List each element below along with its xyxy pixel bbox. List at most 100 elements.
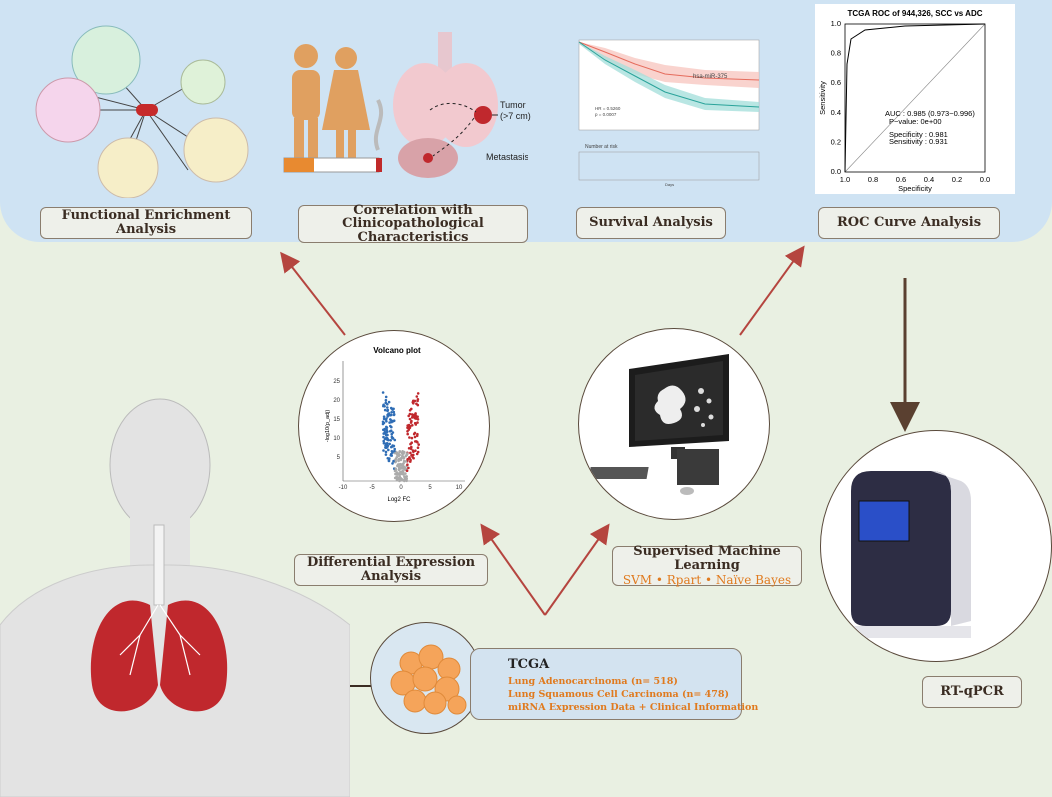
volcano-ytick: 5 — [337, 455, 341, 461]
volcano-point — [387, 448, 390, 452]
clinical-illustration: Metastasis — [283, 32, 528, 178]
sml-label: Supervised Machine Learning SVM • Rpart … — [612, 544, 802, 588]
volcano-point — [381, 391, 385, 394]
roc-xtick: 0.4 — [924, 175, 934, 184]
roc-sensitivity: Sensitivity : 0.931 — [889, 137, 948, 146]
volcano-ytick: 20 — [333, 398, 340, 404]
volcano-point — [401, 464, 405, 467]
roc-ytick: 1.0 — [831, 19, 841, 28]
volcano-point — [416, 415, 419, 418]
volcano-point — [386, 457, 390, 460]
volcano-point — [415, 395, 419, 398]
volcano-point — [389, 418, 392, 421]
volcano-point — [399, 456, 403, 460]
volcano-point — [397, 468, 401, 471]
volcano-point — [383, 437, 387, 441]
roc-xtick: 0.6 — [896, 175, 906, 184]
volcano-point — [414, 413, 417, 417]
tcga-box — [470, 648, 742, 720]
volcano-point — [410, 413, 414, 416]
volcano-point — [386, 403, 389, 406]
roc-specificity: Specificity : 0.981 — [889, 130, 948, 139]
volcano-point — [412, 402, 415, 405]
roc-ytick: 0.8 — [831, 49, 841, 58]
volcano-point — [389, 406, 393, 410]
volcano-point — [385, 428, 388, 431]
volcano-point — [390, 450, 394, 453]
volcano-point — [386, 438, 389, 441]
volcano-point — [409, 421, 413, 424]
volcano-point — [407, 428, 411, 431]
volcano-xtick: -10 — [339, 485, 348, 491]
volcano-point — [416, 421, 419, 424]
volcano-point — [396, 464, 399, 468]
volcano-point — [384, 395, 388, 399]
tcga-line-lusc: Lung Squamous Cell Carcinoma (n= 478) — [508, 689, 729, 700]
diff-expr-label: Differential Expression Analysis — [294, 554, 488, 586]
volcano-point — [392, 444, 396, 448]
volcano-ytick: 15 — [333, 417, 340, 423]
volcano-point — [415, 440, 418, 443]
volcano-point — [417, 443, 420, 446]
volcano-point — [413, 416, 417, 420]
p-label: p = 0.0007 — [595, 112, 617, 117]
volcano-point — [407, 414, 410, 418]
volcano-point — [407, 423, 411, 427]
functional-enrichment-label: Functional Enrichment Analysis — [40, 207, 252, 239]
volcano-point — [405, 479, 408, 483]
roc-xlabel: Specificity — [898, 184, 932, 193]
volcano-point — [388, 421, 391, 424]
volcano-point — [383, 408, 387, 412]
volcano-point — [393, 447, 396, 451]
sml-title: Supervised Machine Learning — [633, 544, 781, 573]
volcano-point — [404, 472, 407, 475]
volcano-xtick: 10 — [456, 485, 463, 491]
volcano-point — [406, 463, 409, 466]
tcga-title: TCGA — [508, 657, 550, 672]
volcano-point — [395, 456, 399, 459]
roc-auc: AUC : 0.985 (0.973−0.996) — [885, 109, 975, 118]
volcano-point — [393, 469, 397, 473]
volcano-point — [416, 403, 420, 407]
risk-header: Number at risk — [585, 144, 618, 150]
volcano-point — [382, 432, 385, 435]
volcano-point — [386, 415, 389, 418]
volcano-point — [416, 398, 420, 401]
roc-xtick: 0.2 — [952, 175, 962, 184]
volcano-point — [385, 417, 388, 420]
volcano-point — [407, 447, 411, 450]
volcano-point — [383, 428, 386, 432]
roc-xtick: 1.0 — [840, 175, 850, 184]
volcano-point — [405, 469, 409, 472]
volcano-xtick: -5 — [369, 485, 375, 491]
roc-ytick: 0.0 — [831, 167, 841, 176]
volcano-point — [408, 417, 412, 421]
volcano-point — [398, 466, 402, 470]
volcano-point — [389, 424, 392, 428]
roc-ylabel: Sensitivity — [818, 81, 827, 115]
volcano-point — [390, 432, 393, 436]
computer-circle — [578, 328, 770, 520]
volcano-point — [397, 452, 400, 456]
volcano-point — [384, 450, 388, 454]
roc-ytick: 0.4 — [831, 108, 841, 117]
volcano-point — [389, 454, 393, 457]
volcano-point — [387, 459, 391, 463]
sml-rpart: Rpart — [666, 573, 702, 588]
volcano-point — [388, 442, 391, 446]
volcano-point — [411, 424, 414, 427]
volcano-point — [382, 441, 386, 445]
volcano-point — [387, 400, 391, 404]
volcano-point — [410, 453, 414, 457]
survival-label: Survival Analysis — [576, 207, 726, 239]
tumor-label: Tumor (>7 cm) — [500, 100, 531, 121]
survival-xlabel: Days — [665, 182, 674, 187]
volcano-point — [394, 460, 398, 463]
volcano-point — [393, 449, 396, 453]
volcano-point — [404, 475, 408, 478]
volcano-point — [384, 398, 388, 402]
volcano-point — [414, 449, 417, 452]
roc-pval: P−value: 0e+00 — [889, 117, 942, 126]
volcano-point — [382, 435, 385, 439]
